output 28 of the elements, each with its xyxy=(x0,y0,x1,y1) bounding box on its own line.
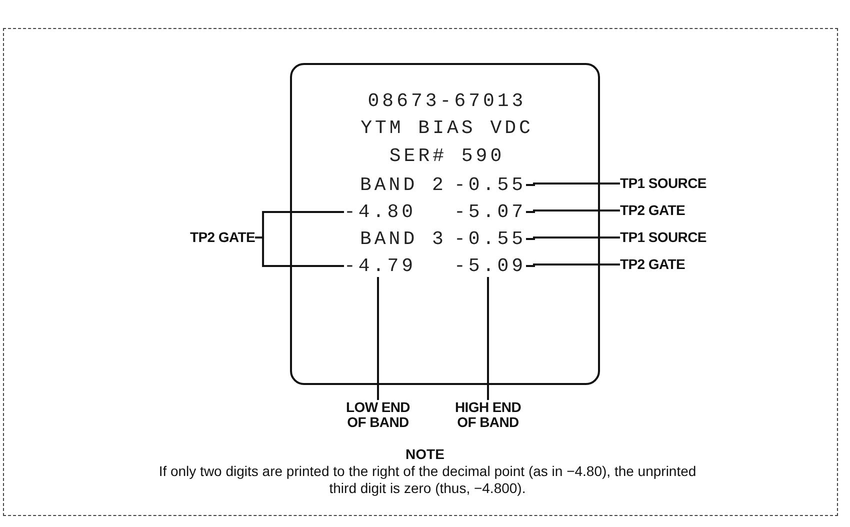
printed-value: -4.80 xyxy=(344,201,416,223)
leader-line xyxy=(377,277,379,400)
printed-value: -0.55 xyxy=(454,228,526,250)
printed-text: YTM BIAS VDC xyxy=(360,117,534,139)
leader-line xyxy=(255,236,344,267)
leader-line xyxy=(526,264,620,267)
printed-text: 08673-67013 xyxy=(366,90,528,112)
leader-line xyxy=(526,182,620,186)
callout-label: LOW END OF BAND xyxy=(338,400,418,430)
callout-label: TP2 GATE xyxy=(190,230,256,245)
printed-text: BAND 2 xyxy=(360,174,446,196)
callout-label: TP1 SOURCE xyxy=(620,176,706,191)
printed-value: -5.09 xyxy=(454,255,526,277)
leader-line xyxy=(526,236,620,240)
printed-value: -5.07 xyxy=(454,201,526,223)
callout-label: TP1 SOURCE xyxy=(620,230,706,245)
note-heading: NOTE xyxy=(404,446,446,463)
callout-label: TP2 GATE xyxy=(620,203,686,218)
printed-text: BAND 3 xyxy=(360,228,446,250)
callout-label: TP2 GATE xyxy=(620,257,686,272)
note-text: If only two digits are printed to the right of the decimal point (as in −4.80), the unprinted third digit is zero (thus, −4.800). xyxy=(158,463,698,497)
printed-text: SER# 590 xyxy=(388,145,506,167)
leader-line xyxy=(526,210,620,213)
printed-value: -0.55 xyxy=(454,174,526,196)
callout-label: HIGH END OF BAND xyxy=(448,400,528,430)
label-card xyxy=(290,63,600,385)
leader-line xyxy=(487,277,489,400)
printed-value: -4.79 xyxy=(344,255,416,277)
